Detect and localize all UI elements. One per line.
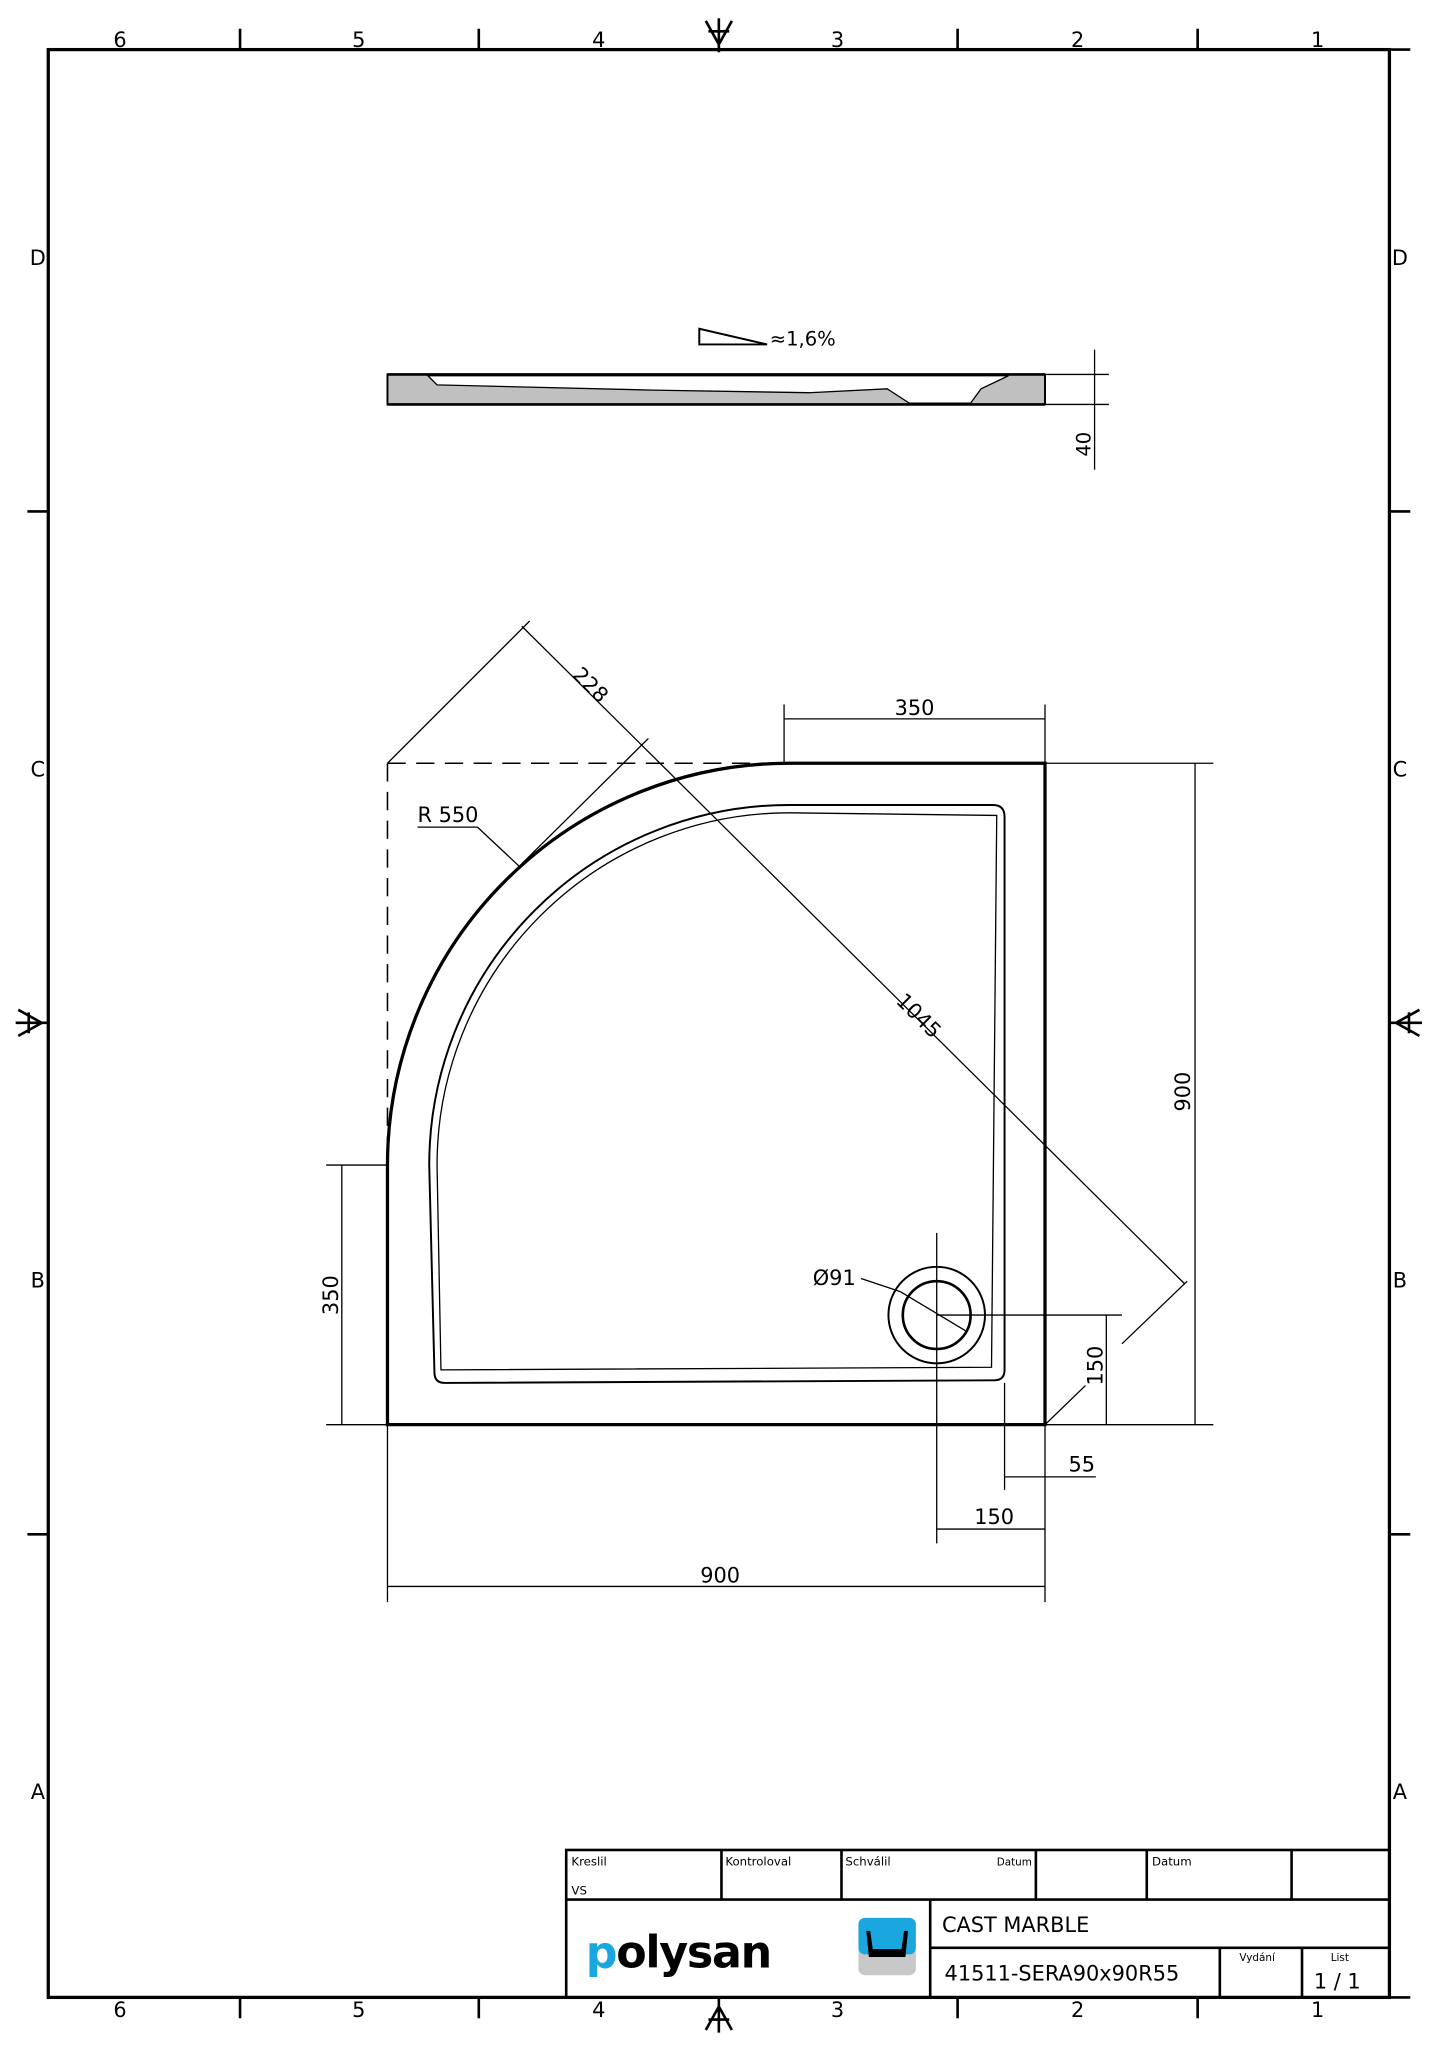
checked-label: Kontroloval xyxy=(725,1855,791,1869)
row-labels: D C B A D C B A xyxy=(30,246,1408,1804)
col-label: 6 xyxy=(113,28,126,52)
row-label: C xyxy=(31,757,46,781)
drawing-number: 41511-SERA90x90R55 xyxy=(945,1961,1180,1985)
slope-label: ≈1,6% xyxy=(770,328,836,351)
col-label: 3 xyxy=(831,1998,844,2022)
dim-top-straight: 350 xyxy=(895,696,935,720)
drawing-frame xyxy=(46,47,1392,2000)
frame-ticks xyxy=(27,28,1411,2019)
col-label: 1 xyxy=(1311,28,1324,52)
dimension-lines xyxy=(326,620,1214,1603)
approved-label: Schválil xyxy=(845,1855,890,1869)
construction-lines xyxy=(386,762,785,1166)
dim-diagonal: 1045 xyxy=(891,989,946,1044)
dim-drain-from-bottom: 150 xyxy=(1083,1346,1107,1386)
col-label: 2 xyxy=(1071,28,1084,52)
row-label: A xyxy=(31,1780,46,1804)
col-label: 3 xyxy=(831,28,844,52)
plan-view: 350 228 R 550 1045 900 350 Ø91 150 55 15… xyxy=(319,620,1214,1603)
col-label: 1 xyxy=(1311,1998,1324,2022)
issue-label: Vydání xyxy=(1239,1952,1276,1964)
sheet-label: List xyxy=(1331,1952,1349,1964)
row-label: B xyxy=(1393,1269,1407,1293)
col-label: 5 xyxy=(352,1998,365,2022)
col-label: 6 xyxy=(113,1998,126,2022)
dim-drain-diameter: Ø91 xyxy=(813,1266,856,1290)
drawn-label: Kreslil xyxy=(571,1855,606,1869)
dim-drain-from-right: 150 xyxy=(974,1505,1014,1529)
row-label: D xyxy=(30,246,46,270)
col-label: 5 xyxy=(352,28,365,52)
drawn-value: VS xyxy=(571,1883,586,1897)
material-label: CAST MARBLE xyxy=(942,1913,1089,1937)
dim-radius: R 550 xyxy=(417,803,478,827)
dim-height: 900 xyxy=(1171,1072,1195,1112)
logo-icon xyxy=(858,1917,916,1976)
side-view: ≈1,6% 40 xyxy=(386,327,1109,470)
row-label: B xyxy=(31,1269,45,1293)
logo-text: polysan xyxy=(586,1927,771,1978)
col-label: 4 xyxy=(592,28,605,52)
dim-diag-offset: 228 xyxy=(568,662,613,707)
dim-rim-width: 55 xyxy=(1068,1453,1095,1477)
centering-arrows xyxy=(15,18,1423,2033)
title-block: Kreslil VS Kontroloval Schválil Datum Da… xyxy=(564,1848,1391,1999)
height-dim: 40 xyxy=(1073,432,1096,457)
row-label: D xyxy=(1392,246,1408,270)
tray-inner xyxy=(428,803,1006,1384)
date-label-1: Datum xyxy=(997,1857,1032,1869)
tray-outline xyxy=(385,761,1047,1427)
col-label: 4 xyxy=(592,1998,605,2022)
row-label: A xyxy=(1393,1780,1408,1804)
date-label-2: Datum xyxy=(1152,1855,1192,1869)
slope-symbol xyxy=(698,327,768,346)
column-labels: 6 5 4 3 2 1 6 5 4 3 2 1 xyxy=(113,28,1324,2022)
col-label: 2 xyxy=(1071,1998,1084,2022)
dim-left-straight: 350 xyxy=(319,1275,343,1315)
dim-width: 900 xyxy=(700,1564,740,1588)
row-label: C xyxy=(1393,757,1408,781)
sheet-value: 1 / 1 xyxy=(1314,1969,1361,1993)
